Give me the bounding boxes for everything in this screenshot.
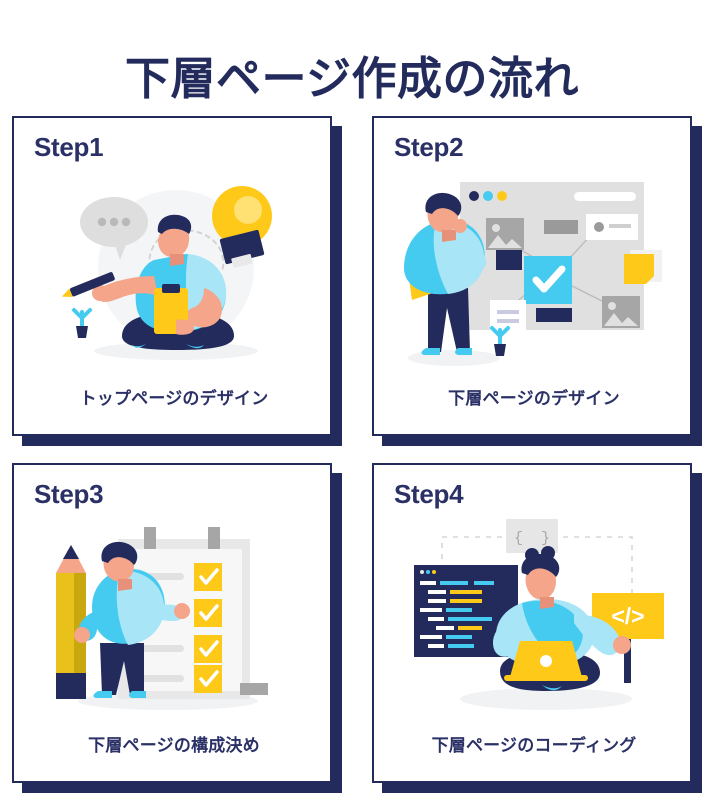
card-caption: 下層ページの構成決め [88, 736, 260, 755]
step-label: Step4 [394, 479, 464, 509]
svg-text:{ }: { } [514, 530, 550, 547]
illustration-step-4: { } [396, 515, 672, 725]
checkbox-checked-icon [194, 635, 222, 663]
image-placeholder-icon [602, 296, 640, 328]
card-caption: 下層ページのデザイン [448, 389, 620, 408]
illustration-step-3 [36, 515, 312, 725]
step-card-4[interactable]: Step4 { } [372, 463, 702, 793]
person-shape [61, 214, 234, 350]
step-label: Step1 [34, 132, 104, 162]
step-label: Step3 [34, 479, 104, 509]
speech-bubble-shape [80, 197, 148, 260]
plant-shape [490, 326, 510, 356]
steps-grid: Step1 [12, 116, 702, 793]
image-placeholder-icon [486, 218, 524, 250]
checkbox-checked-icon [194, 563, 222, 591]
step-label: Step2 [394, 132, 464, 162]
person-shape [492, 546, 631, 691]
checkbox-checked-icon [194, 599, 222, 627]
card-body[interactable]: Step2 [372, 116, 692, 436]
step-card-3[interactable]: Step3 [12, 463, 342, 793]
page-title: 下層ページ作成の流れ [124, 53, 580, 105]
person-shape [74, 541, 190, 698]
step-card-2[interactable]: Step2 [372, 116, 702, 446]
card-caption: 下層ページのコーディング [431, 736, 637, 755]
card-body[interactable]: Step4 { } [372, 463, 692, 783]
card-caption: トップページのデザイン [79, 389, 269, 408]
svg-text:</>: </> [611, 603, 644, 629]
plant-shape [72, 308, 92, 338]
lightbulb-shape [212, 186, 272, 269]
card-body[interactable]: Step3 [12, 463, 332, 783]
illustration-step-1 [36, 168, 312, 378]
code-window [414, 565, 518, 657]
pencil-shape [56, 545, 86, 699]
checkbox-checked-icon [194, 665, 222, 693]
braces-tile: { } [506, 519, 558, 553]
sticky-note-shape [624, 250, 662, 284]
step-card-1[interactable]: Step1 [12, 116, 342, 446]
check-tile [524, 256, 572, 304]
card-body[interactable]: Step1 [12, 116, 332, 436]
illustration-step-2 [396, 168, 672, 378]
person-shape [404, 192, 487, 355]
